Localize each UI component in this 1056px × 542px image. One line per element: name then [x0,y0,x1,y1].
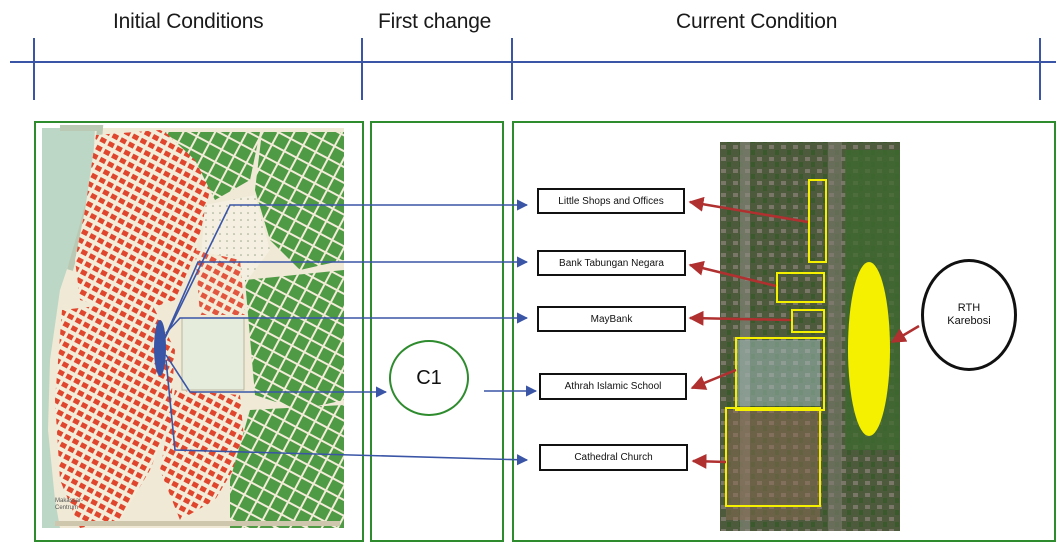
header-initial-conditions: Initial Conditions [113,10,264,33]
map-legend: Makassar-Centrum [55,498,84,511]
box-athrah-islamic-school: Athrah Islamic School [539,373,687,400]
box-little-shops-offices: Little Shops and Offices [537,188,685,214]
rth-line1: RTH [957,301,981,314]
box-cathedral-church: Cathedral Church [539,444,688,471]
box-bank-tabungan-negara: Bank Tabungan Negara [537,250,686,276]
header-current-condition: Current Condition [676,10,838,33]
box-maybank: MayBank [537,306,686,332]
current-condition-panel [512,121,1056,542]
first-change-panel [370,121,504,542]
header-first-change: First change [378,10,492,33]
rth-karebosi-circle: RTH Karebosi [921,259,1017,371]
c1-label: C1 [416,366,442,389]
rth-line2: Karebosi [947,315,991,327]
initial-conditions-panel [34,121,364,542]
c1-circle: C1 [389,340,469,416]
historical-map [42,125,344,528]
timeline [10,38,1056,100]
red-pointers [688,196,920,469]
blue-arrows [164,199,538,466]
satellite-image [720,142,900,531]
